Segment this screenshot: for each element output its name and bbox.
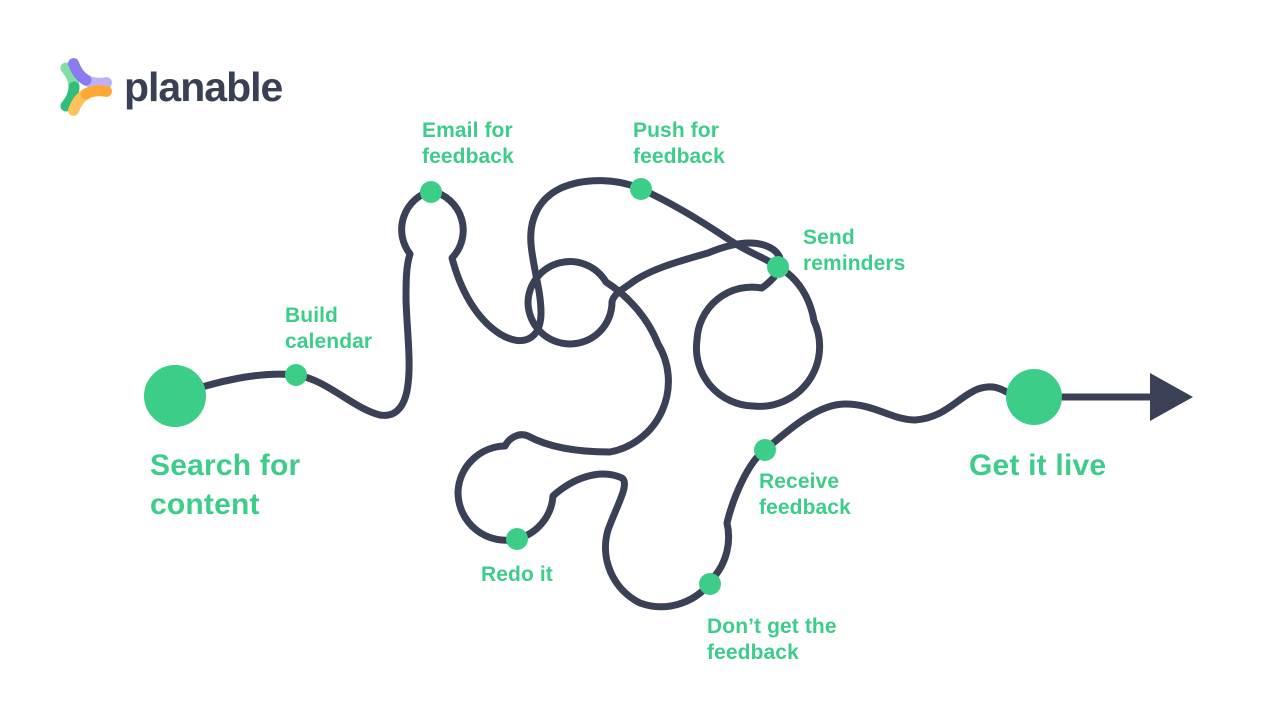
label-line: calendar	[285, 330, 373, 353]
milestone-dot-email-feedback	[420, 181, 442, 203]
end-title: Get it live	[969, 446, 1106, 485]
label-line: Build	[285, 304, 338, 327]
start-title-line2: content	[150, 488, 260, 521]
label-line: Send	[803, 226, 855, 249]
end-node	[1006, 369, 1062, 425]
arrow-head-icon	[1150, 373, 1193, 421]
brand-wordmark: planable	[124, 64, 283, 110]
label-line: feedback	[759, 496, 851, 519]
label-push-feedback: Push for feedback	[633, 118, 725, 170]
milestone-dot-send-reminders	[767, 256, 789, 278]
label-line: reminders	[803, 252, 906, 275]
end-title-line1: Get it live	[969, 449, 1107, 482]
milestone-dot-receive-feedback	[754, 439, 776, 461]
milestone-dot-redo-it	[506, 528, 528, 550]
label-line: Redo it	[481, 563, 553, 586]
planable-pinwheel-icon	[60, 58, 112, 116]
label-line: Don’t get the	[707, 615, 837, 638]
label-email-feedback: Email for feedback	[422, 118, 514, 170]
brand-logo: planable	[52, 57, 283, 117]
label-receive-feedback: Receive feedback	[759, 469, 851, 521]
start-node	[144, 365, 206, 427]
label-line: feedback	[422, 145, 514, 168]
tangled-line	[171, 177, 1038, 611]
label-redo-it: Redo it	[481, 562, 553, 588]
label-line: Receive	[759, 470, 840, 493]
label-line: feedback	[707, 641, 799, 664]
label-line: feedback	[633, 145, 725, 168]
label-line: Email for	[422, 119, 513, 142]
milestone-dot-push-feedback	[630, 178, 652, 200]
label-send-reminders: Send reminders	[803, 225, 905, 277]
start-title-line1: Search for	[150, 449, 301, 482]
label-line: Push for	[633, 119, 719, 142]
milestone-dot-build-calendar	[285, 364, 307, 386]
label-build-calendar: Build calendar	[285, 303, 372, 355]
milestone-dot-dont-get-feedback	[699, 573, 721, 595]
start-title: Search for content	[150, 446, 300, 524]
label-dont-get-feedback: Don’t get the feedback	[707, 614, 837, 666]
